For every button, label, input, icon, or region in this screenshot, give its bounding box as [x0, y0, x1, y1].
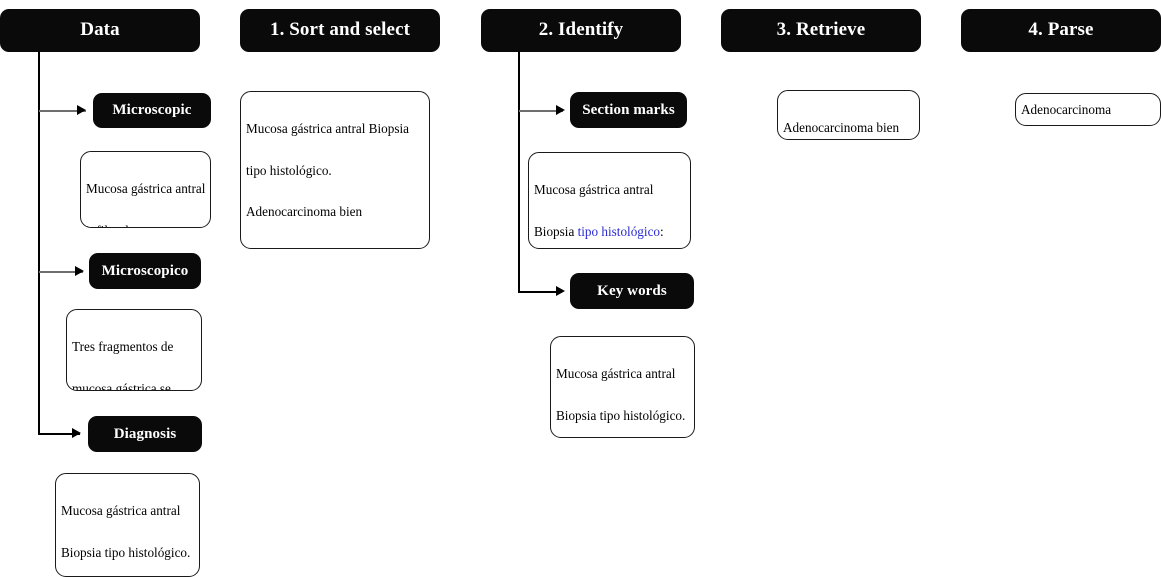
textbox-parsed-text: Adenocarcinoma: [1015, 93, 1161, 126]
connector-trunk-data: [38, 52, 40, 435]
segment-highlight-blue: tipo histológico: [577, 223, 661, 239]
textbox-line: Tres fragmentos de: [72, 338, 174, 354]
textbox-line: Biopsia tipo histológico.: [556, 406, 689, 427]
textbox-key-words-text: Mucosa gástrica antral Biopsia tipo hist…: [550, 336, 695, 438]
textbox-retrieved-text: Adenocarcinoma bien diferenciado: [777, 90, 920, 140]
textbox-line: Adenocarcinoma: [1021, 102, 1112, 118]
textbox-line: diferenciado: [246, 244, 424, 248]
segment-plain: Mucosa gástrica antral: [556, 365, 676, 381]
connector-trunk-identify: [518, 52, 520, 292]
column-header-parse[interactable]: 4. Parse: [961, 9, 1161, 52]
node-section-marks[interactable]: Section marks: [570, 92, 687, 128]
connector-arrow-diagnosis: [38, 433, 80, 435]
connector-arrow-key-words: [518, 291, 562, 293]
connector-arrow-microscopico: [39, 271, 83, 273]
arrowhead-section-marks-icon: [556, 105, 565, 115]
textbox-line: Mucosa gástrica antral: [534, 180, 685, 201]
textbox-sorted-text: Mucosa gástrica antral Biopsia tipo hist…: [240, 91, 430, 249]
textbox-line: Mucosa gástrica antral: [61, 502, 181, 518]
column-header-data[interactable]: Data: [0, 9, 200, 52]
segment-plain: Biopsia tipo histológico.: [556, 407, 686, 423]
column-header-identify[interactable]: 2. Identify: [481, 9, 681, 52]
textbox-line: Biopsia tipo histológico.: [61, 544, 191, 560]
column-header-retrieve[interactable]: 3. Retrieve: [721, 9, 921, 52]
arrowhead-microscopic-icon: [77, 105, 86, 115]
textbox-line: tipo histológico.: [246, 162, 332, 178]
connector-arrow-microscopic: [39, 110, 86, 112]
textbox-line: infiltrada por: [86, 221, 205, 227]
connector-arrow-section-marks: [519, 110, 563, 112]
textbox-microscopic-text: Mucosa gástrica antral infiltrada por gl…: [80, 151, 211, 228]
textbox-line: Mucosa gástrica antral: [556, 364, 689, 385]
arrowhead-key-words-icon: [556, 286, 565, 296]
arrowhead-diagnosis-icon: [72, 428, 81, 438]
textbox-line: Biopsia tipo histológico:: [534, 222, 685, 243]
segment-plain: Mucosa gástrica antral: [534, 181, 654, 197]
node-microscopic[interactable]: Microscopic: [93, 93, 211, 128]
textbox-section-marks-text: Mucosa gástrica antral Biopsia tipo hist…: [528, 152, 691, 249]
textbox-microscopico-text: Tres fragmentos de mucosa gástrica se pr…: [66, 309, 202, 391]
textbox-diagnosis-text: Mucosa gástrica antral Biopsia tipo hist…: [55, 473, 200, 577]
segment-plain: :: [660, 223, 664, 239]
textbox-line: Adenocarcinoma bien: [783, 119, 900, 135]
textbox-line: mucosa gástrica se: [72, 380, 171, 391]
textbox-line: Adenocarcinoma bien: [246, 204, 363, 220]
node-diagnosis[interactable]: Diagnosis: [88, 416, 202, 452]
node-key-words[interactable]: Key words: [570, 273, 694, 309]
textbox-line: Mucosa gástrica antral: [86, 180, 206, 196]
textbox-line: Mucosa gástrica antral Biopsia: [246, 120, 409, 136]
segment-plain: Biopsia: [534, 223, 578, 239]
column-header-sort-and-select[interactable]: 1. Sort and select: [240, 9, 440, 52]
node-microscopico[interactable]: Microscopico: [89, 253, 201, 289]
arrowhead-microscopico-icon: [75, 266, 84, 276]
